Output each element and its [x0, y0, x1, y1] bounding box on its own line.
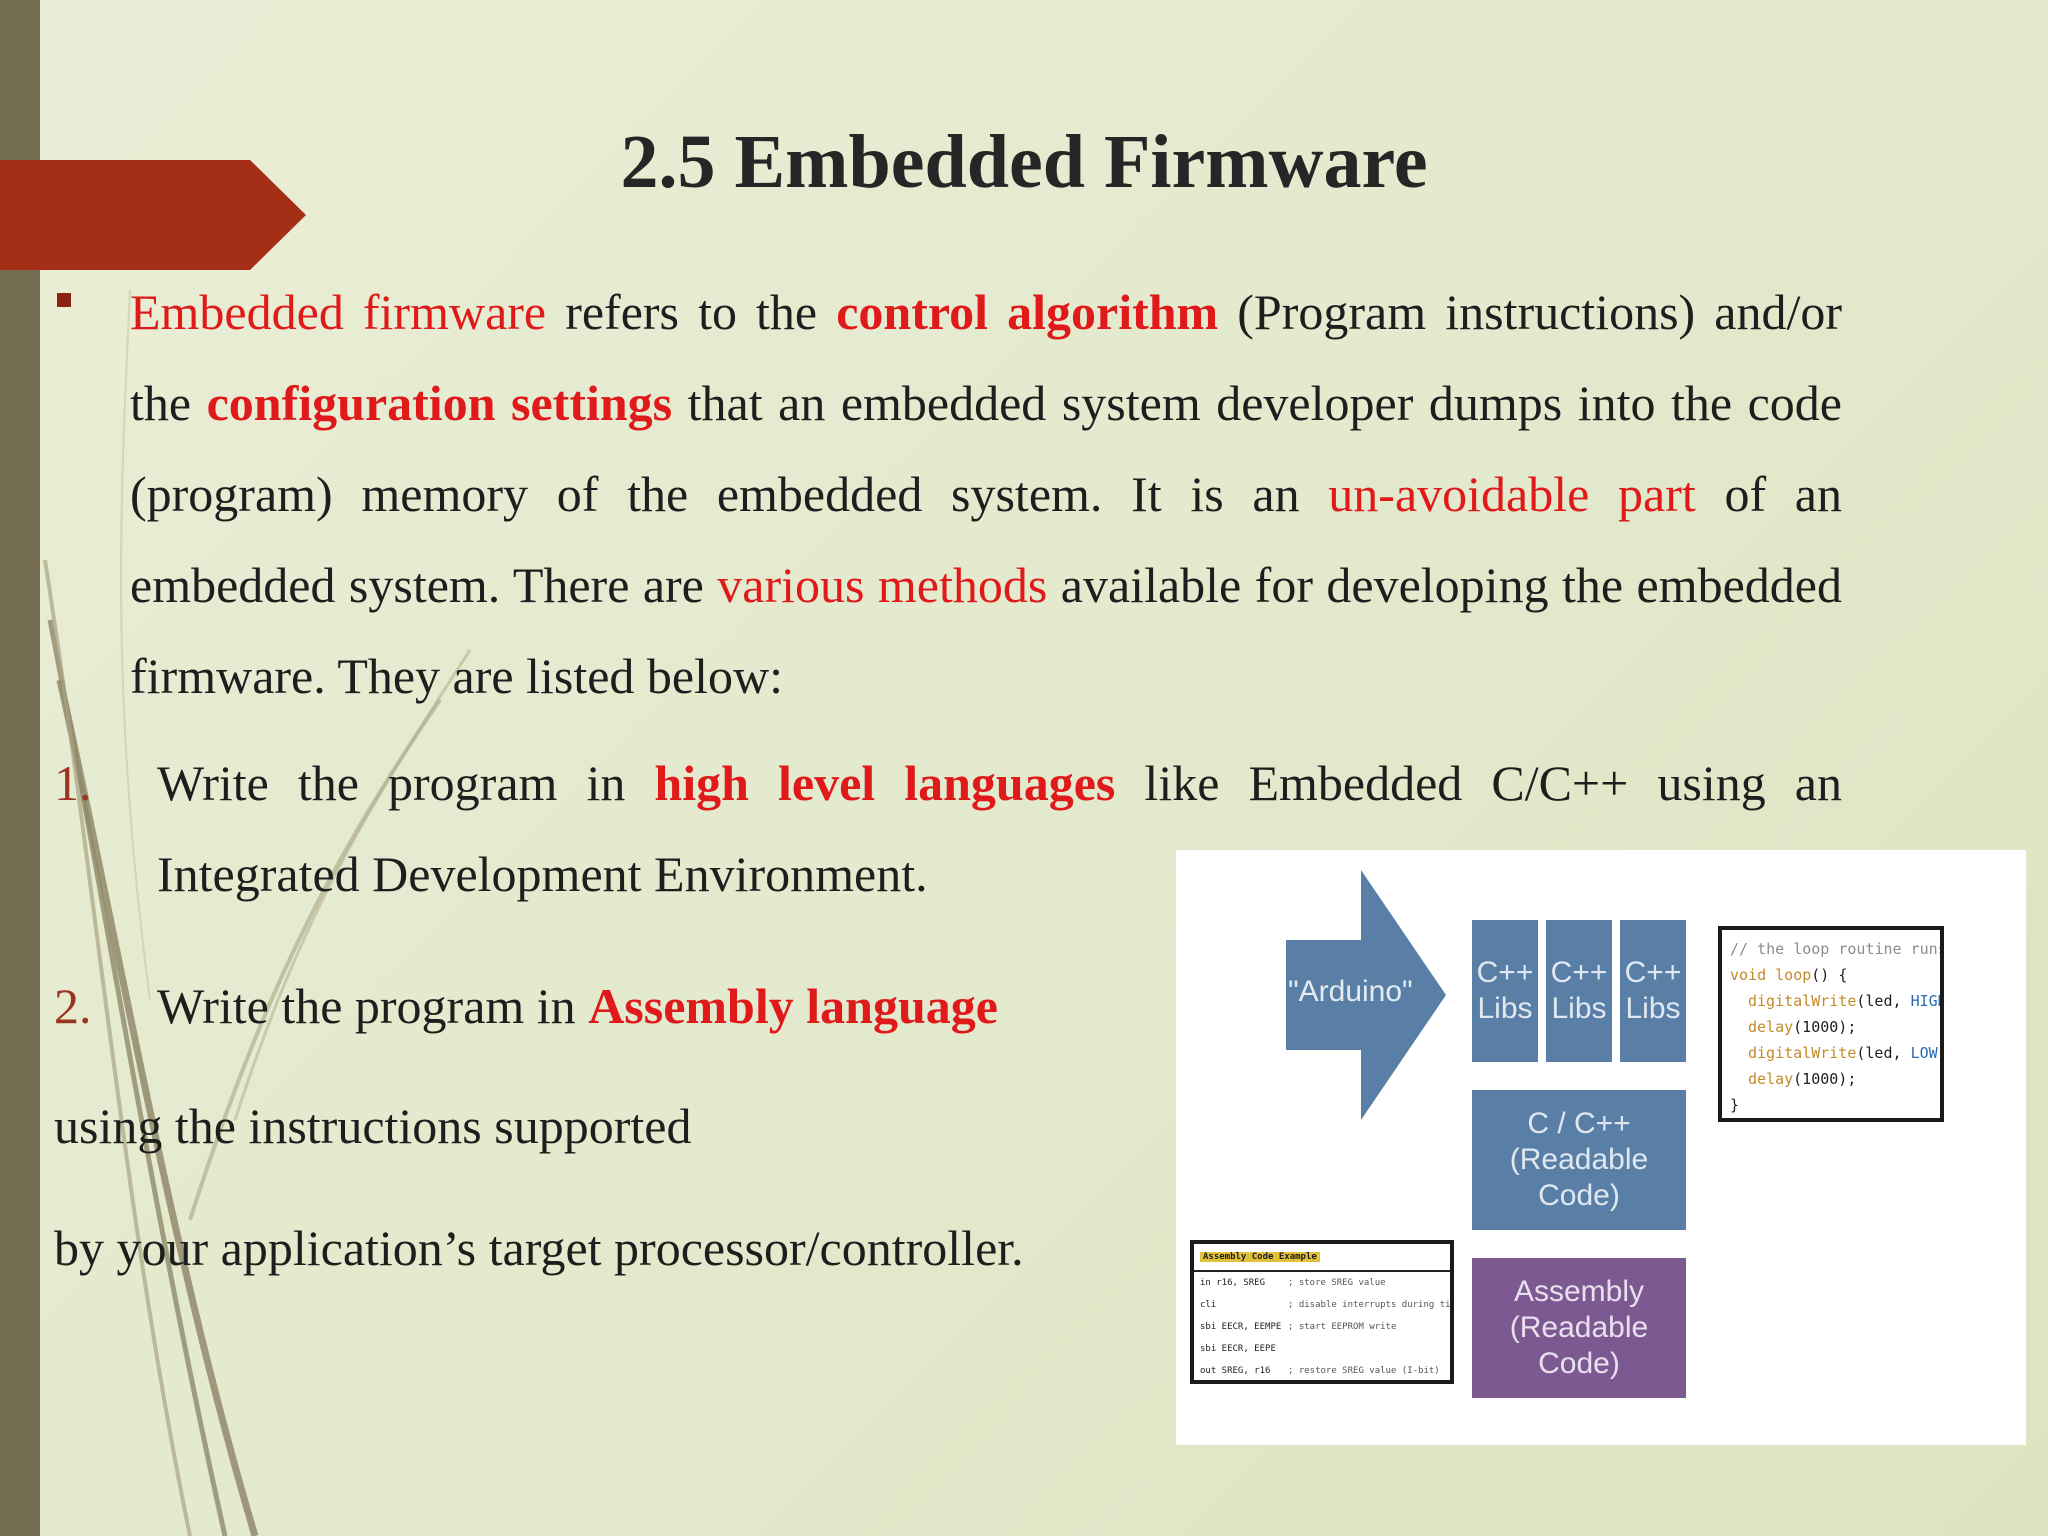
code-token: ); [1938, 1044, 1940, 1062]
libs-label: Libs [1477, 992, 1533, 1025]
asm-row: sbi EECR, EEPE [1194, 1338, 1450, 1360]
libs-label: C++ [1476, 956, 1534, 989]
arduino-arrow-icon [1286, 870, 1446, 1120]
code-line: } [1730, 1096, 1740, 1114]
para-text: refers to the [546, 284, 837, 340]
code-token: (1000); [1793, 1070, 1857, 1088]
asm-instruction: sbi EECR, EEMPE [1200, 1322, 1282, 1332]
intro-paragraph: Embedded firmware refers to the control … [130, 267, 1842, 722]
code-line: digitalWrite(led, LOW); [1730, 1040, 1940, 1066]
code-line: digitalWrite(led, HIGH); [1730, 988, 1940, 1014]
highlight-high-level-languages: high level languages [654, 755, 1116, 811]
libs-label: Libs [1551, 992, 1607, 1025]
box-label: Assembly [1513, 1275, 1645, 1308]
code-comment: // the loop routine runs ove [1730, 940, 1944, 958]
cpp-libs-box: C++Libs [1472, 920, 1538, 1062]
square-bullet-icon [57, 293, 71, 307]
asm-comment: ; store SREG value [1288, 1278, 1386, 1288]
asm-comment: ; disable interrupts during timed sequen… [1288, 1300, 1451, 1310]
para-text: available for developing the embedded fi… [130, 557, 1842, 704]
para-text: that an embedded system developer dumps … [130, 375, 1843, 522]
cpp-libs-box: C++Libs [1620, 920, 1686, 1062]
assembly-readable-code-box: Assembly(Readable Code) [1472, 1258, 1686, 1398]
item-text: like Embedded C/C++ using an Integrated … [157, 755, 1842, 902]
highlight-control-algorithm: control algorithm [836, 284, 1219, 340]
code-token: (1000); [1793, 1018, 1857, 1036]
assembly-code-header: Assembly Code Example [1194, 1244, 1450, 1272]
list-number-2: 2. [54, 978, 92, 1034]
code-line: delay(1000); [1730, 1014, 1932, 1040]
list-item-1: Write the program in high level language… [157, 738, 1842, 920]
code-token: HIGH [1910, 992, 1944, 1010]
cpp-code-snippet: // the loop routine runs ove void loop()… [1718, 926, 1944, 1122]
assembly-code-header-text: Assembly Code Example [1200, 1252, 1320, 1262]
assembly-code-snippet: Assembly Code Example in r16, SREG ; stor… [1190, 1240, 1454, 1384]
title-arrow-shape [0, 160, 306, 270]
box-label: (Readable Code) [1509, 1311, 1649, 1380]
asm-row: cli ; disable interrupts during timed seq… [1194, 1294, 1450, 1316]
libs-label: C++ [1624, 956, 1682, 989]
code-token: digitalWrite [1748, 1044, 1857, 1062]
slide-title: 2.5 Embedded Firmware [620, 120, 1428, 204]
list-number-1: 1. [54, 755, 92, 811]
code-token: delay [1748, 1070, 1794, 1088]
libs-label: C++ [1550, 956, 1608, 989]
arduino-label: "Arduino" [1288, 975, 1413, 1008]
asm-row: in r16, SREG ; store SREG value [1194, 1272, 1450, 1294]
highlight-assembly-language: Assembly language [588, 978, 998, 1034]
highlight-various-methods: various methods [717, 557, 1048, 613]
code-token: digitalWrite [1748, 992, 1857, 1010]
asm-row: sbi EECR, EEMPE ; start EEPROM write [1194, 1316, 1450, 1338]
code-token: delay [1748, 1018, 1794, 1036]
code-token: (led, [1856, 992, 1911, 1010]
asm-instruction: in r16, SREG [1200, 1278, 1266, 1288]
para-text: of an embedded system. There are [130, 466, 1842, 613]
list-item-2: Write the program in Assembly language [157, 961, 998, 1052]
asm-instruction: cli [1200, 1300, 1217, 1310]
libs-label: Libs [1625, 992, 1681, 1025]
asm-row: out SREG, r16 ; restore SREG value (I-bit… [1194, 1360, 1450, 1380]
continuation-line-1: using the instructions supported [54, 1098, 692, 1154]
item-text: Write the program in [157, 978, 589, 1034]
code-token: (led, [1856, 1044, 1911, 1062]
firmware-diagram: "Arduino" C++Libs C++Libs C++Libs C / C+… [1176, 850, 2026, 1445]
box-label: C / C++ [1527, 1107, 1631, 1140]
highlight-unavoidable-part: un-avoidable part [1328, 466, 1696, 522]
asm-instruction: sbi EECR, EEPE [1200, 1344, 1276, 1354]
highlight-embedded-firmware: Embedded firmware [130, 284, 547, 340]
box-label: (Readable Code) [1509, 1143, 1649, 1212]
cpp-libs-box: C++Libs [1546, 920, 1612, 1062]
code-line: void loop() { [1730, 962, 1932, 988]
code-line: delay(1000); [1730, 1066, 1932, 1092]
continuation-line-2: by your application’s target processor/c… [54, 1220, 1024, 1276]
code-token: () { [1811, 966, 1848, 984]
code-token: void loop [1730, 966, 1812, 984]
code-token: LOW [1910, 1044, 1938, 1062]
asm-instruction: out SREG, r16 [1200, 1366, 1271, 1376]
item-text: Write the program in [157, 755, 655, 811]
asm-comment: ; restore SREG value (I-bit) [1288, 1366, 1440, 1376]
cpp-readable-code-box: C / C++(Readable Code) [1472, 1090, 1686, 1230]
asm-comment: ; start EEPROM write [1288, 1322, 1397, 1332]
para-text: (Program instructions) and/or the [130, 284, 1842, 431]
highlight-configuration-settings: configuration settings [206, 375, 673, 431]
